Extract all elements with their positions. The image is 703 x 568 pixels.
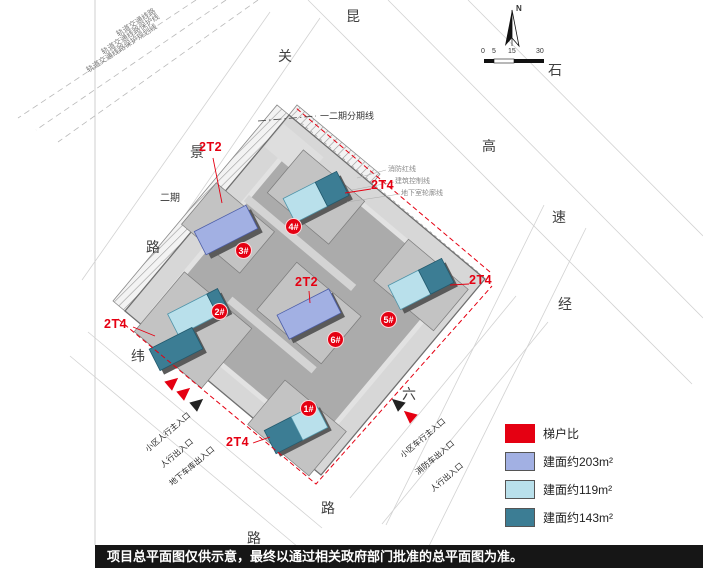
control-line-dashed — [299, 121, 479, 273]
street-label-jing-view: 景 — [190, 144, 204, 160]
tower-type-label-2: 2T4 — [104, 317, 128, 331]
note-basement-outline: 地下室轮廓线 — [401, 190, 443, 197]
disclaimer-bar: 项目总平面图仅供示意，最终以通过相关政府部门批准的总平面图为准。 — [95, 545, 703, 568]
entrance-arrow — [403, 410, 418, 424]
scale-tick-0: 0 — [481, 48, 485, 55]
building-badge-6: 6# — [327, 331, 344, 348]
legend-swatch-203 — [505, 452, 535, 471]
north-arrow-icon — [505, 9, 520, 48]
building-badge-3: 3# — [235, 242, 252, 259]
note-building-control-line: 建筑控制线 — [395, 178, 430, 185]
street-label-lu-bottom2: 路 — [247, 530, 261, 546]
building-badge-1: 1# — [300, 400, 317, 417]
street-label-shi: 石 — [548, 62, 562, 78]
legend-row-203: 建面约203m² — [505, 452, 695, 471]
rail-protection-lines — [17, 0, 259, 143]
building-badge-2: 2# — [211, 303, 228, 320]
street-label-kun: 昆 — [346, 8, 360, 24]
street-label-gao: 高 — [482, 138, 496, 154]
scale-tick-15: 15 — [508, 48, 516, 55]
street-label-lu-bottom1: 路 — [321, 500, 335, 516]
note-leaders — [346, 169, 401, 203]
building-badge-5: 5# — [380, 311, 397, 328]
legend-label-143: 建面约143m² — [543, 511, 614, 525]
street-label-wei: 纬 — [131, 348, 145, 364]
legend-swatch-143 — [505, 508, 535, 527]
legend-swatch-119 — [505, 480, 535, 499]
entrance-arrows — [164, 377, 418, 424]
scale-tick-5: 5 — [492, 48, 496, 55]
building-badge-4: 4# — [285, 218, 302, 235]
phase-divider-line — [257, 115, 317, 122]
red-boundary-line — [117, 107, 493, 485]
phase2-label: 二期 — [160, 193, 180, 204]
disclaimer-text: 项目总平面图仅供示意，最终以通过相关政府部门批准的总平面图为准。 — [107, 549, 524, 564]
legend-row-143: 建面约143m² — [505, 508, 695, 527]
street-label-liu: 六 — [402, 386, 416, 402]
entrance-arrow — [189, 398, 204, 412]
tower-type-label-3: 2T2 — [199, 140, 223, 154]
tower-type-label-6: 2T2 — [295, 275, 319, 289]
building-4 — [266, 149, 366, 245]
phase-divider-label: 一二期分期线 — [320, 111, 375, 121]
north-label: N — [516, 4, 522, 13]
street-label-su: 速 — [552, 209, 566, 225]
entrance-arrow — [164, 377, 179, 391]
building-5 — [373, 238, 469, 332]
legend-swatch-ratio — [505, 424, 535, 443]
tower-type-label-1: 2T4 — [226, 435, 250, 449]
scale-bar — [484, 58, 544, 64]
street-label-jing-axis: 经 — [558, 296, 572, 312]
legend: 梯户比 建面约203m² 建面约119m² 建面约143m² — [505, 424, 695, 536]
tower-type-label-4: 2T4 — [371, 178, 395, 192]
tower-type-label-5: 2T4 — [469, 273, 493, 287]
street-label-lu-left: 路 — [146, 239, 160, 255]
legend-row-119: 建面约119m² — [505, 480, 695, 499]
entrance-arrow — [391, 398, 406, 412]
note-fire-red-line: 消防红线 — [388, 166, 416, 173]
legend-label-119: 建面约119m² — [543, 483, 613, 497]
legend-label-203: 建面约203m² — [543, 455, 614, 469]
tower-label-leaders — [132, 157, 470, 444]
legend-label-ratio: 梯户比 — [543, 427, 580, 441]
entrance-arrow — [176, 387, 191, 401]
legend-row-ratio: 梯户比 — [505, 424, 695, 443]
building-1 — [247, 379, 347, 477]
scale-tick-30: 30 — [536, 48, 544, 55]
street-label-guan: 关 — [278, 48, 292, 64]
